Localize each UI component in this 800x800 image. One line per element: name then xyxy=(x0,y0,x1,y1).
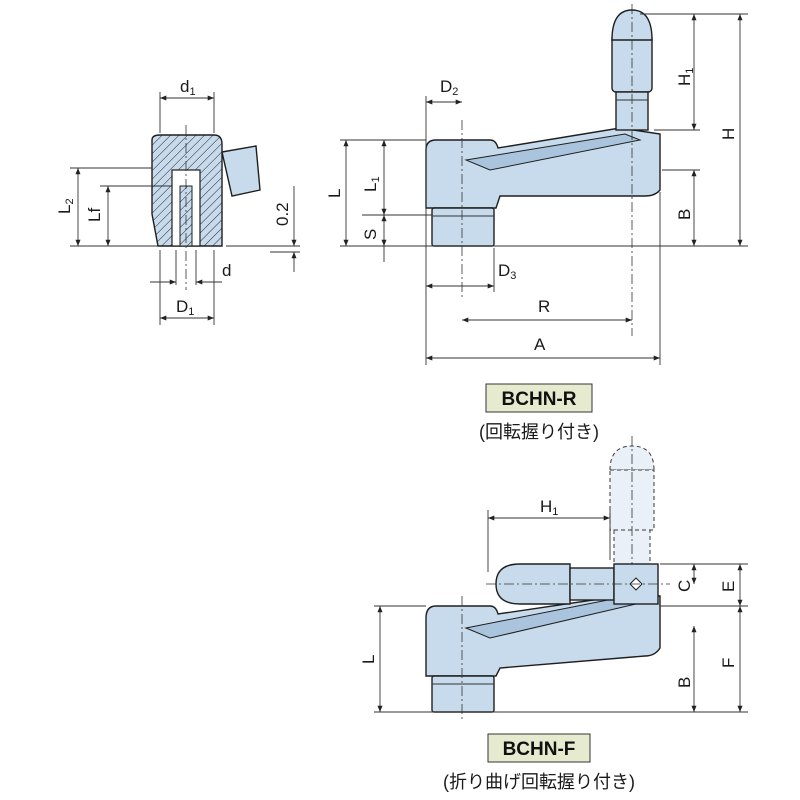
folded-handle-neck xyxy=(569,567,615,601)
dim-H: H xyxy=(719,128,738,140)
dim-Lf: Lf xyxy=(85,208,104,222)
dim-L-f: L xyxy=(359,655,378,664)
dim-L: L xyxy=(325,189,344,198)
arm-stub-section xyxy=(221,145,261,197)
dim-D3: D3 xyxy=(498,261,516,282)
dim-R: R xyxy=(538,297,550,316)
dim-S: S xyxy=(361,229,380,240)
folded-handle-grip xyxy=(495,563,571,605)
dim-D2: D2 xyxy=(440,77,458,98)
dim-C: C xyxy=(675,580,694,592)
hub-lower xyxy=(431,207,495,247)
dim-H1-f: H1 xyxy=(540,497,558,518)
model-label-f: BCHN-F xyxy=(503,739,576,760)
arm-rib xyxy=(464,133,642,171)
dim-A: A xyxy=(534,335,546,354)
dim-H1: H1 xyxy=(675,68,696,86)
dim-d1: d1 xyxy=(180,77,196,98)
bchn-r-view: D2 L L1 S D3 R A H1 H B BCHN-R (回転握り付き) xyxy=(325,4,748,442)
model-badge-r xyxy=(485,383,593,413)
dim-E: E xyxy=(719,581,738,592)
dim-L1: L1 xyxy=(361,176,382,192)
model-label-r: BCHN-R xyxy=(502,389,577,410)
section-view: d1 L2 Lf 0.2 d D1 xyxy=(55,77,300,325)
caption-f: (折り曲げ回転握り付き) xyxy=(443,772,635,792)
dim-B: B xyxy=(675,209,694,220)
dim-F: F xyxy=(719,658,738,668)
bchn-f-view: H1 L C E B F BCHN-F (折り曲げ回転握り付き) xyxy=(359,436,748,792)
dim-D1: D1 xyxy=(176,297,194,318)
dim-B-f: B xyxy=(675,677,694,688)
dim-gap: 0.2 xyxy=(273,202,292,226)
model-badge-f xyxy=(487,733,591,763)
hub-lower-f xyxy=(431,675,495,713)
dim-d: d xyxy=(222,261,231,280)
dim-L2: L2 xyxy=(55,198,76,214)
caption-r: (回転握り付き) xyxy=(479,422,599,442)
crank-arm-f xyxy=(425,595,661,677)
